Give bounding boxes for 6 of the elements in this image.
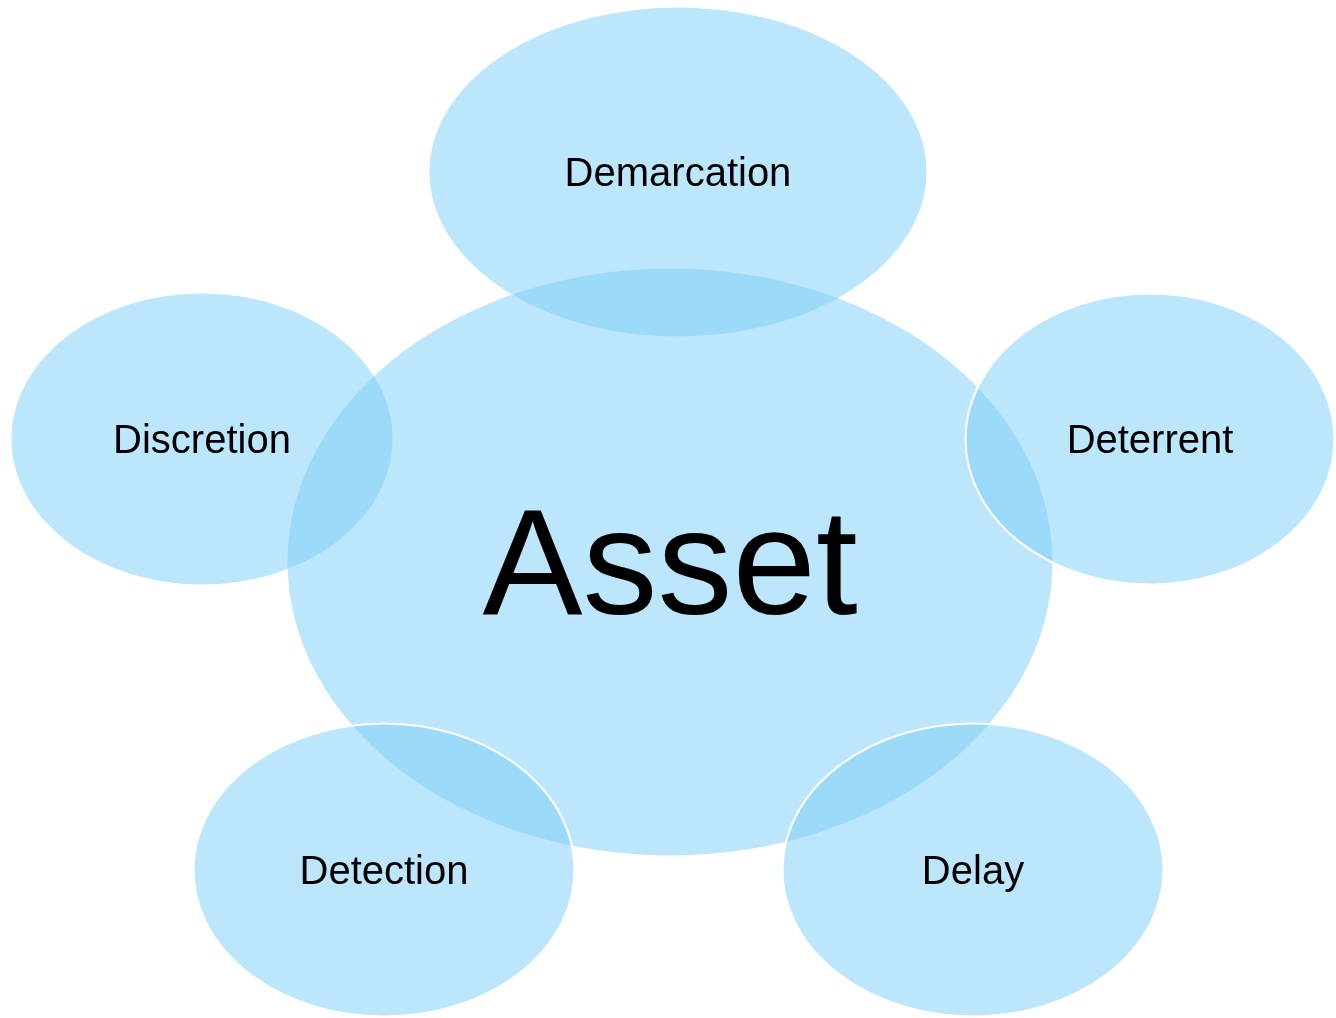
node-label: Demarcation <box>563 149 793 195</box>
node-label: Delay <box>920 847 1026 893</box>
node-label: Discretion <box>112 416 292 462</box>
node-label: Deterrent <box>1065 416 1235 462</box>
node-label: Detection <box>298 847 470 893</box>
node-label: Asset <box>481 476 859 648</box>
